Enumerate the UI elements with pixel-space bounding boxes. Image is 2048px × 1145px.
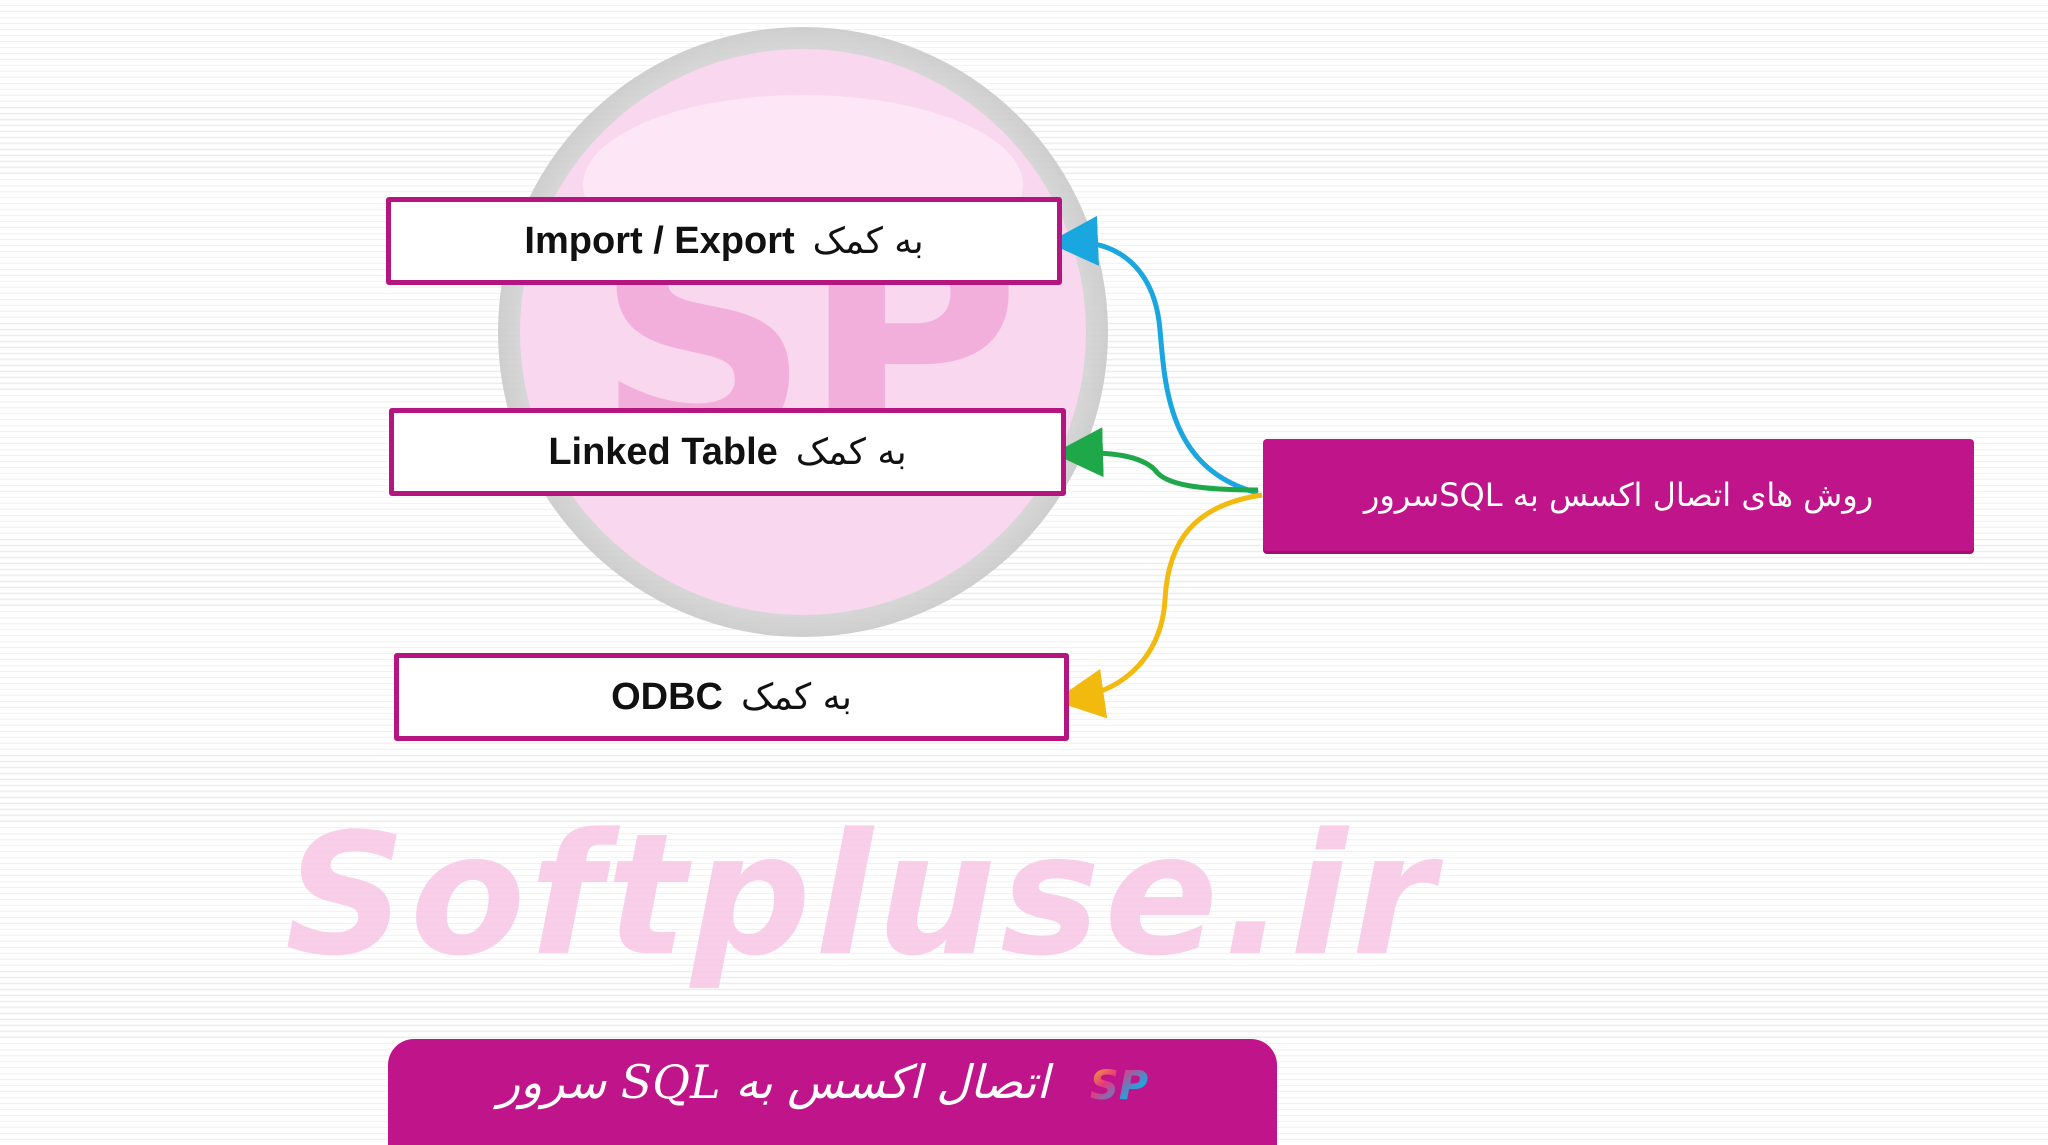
central-topic-box: روش های اتصال اکسس به SQLسرور [1263, 439, 1974, 551]
method-term: ODBC [611, 675, 723, 718]
central-topic-label: روش های اتصال اکسس به SQLسرور [1363, 476, 1874, 514]
footer-banner: SP اتصال اکسس به SQL سرور [388, 1039, 1277, 1145]
method-prefix: به کمک [812, 220, 924, 262]
connector-linked [1053, 427, 1259, 493]
method-term: Linked Table [548, 430, 778, 473]
method-box-odbc: به کمک ODBC [394, 653, 1069, 741]
connector-odbc [1054, 492, 1263, 719]
footer-title: اتصال اکسس به SQL سرور [497, 1055, 1050, 1109]
method-box-linked-table: به کمک Linked Table [389, 408, 1066, 496]
method-prefix: به کمک [740, 676, 852, 718]
method-box-import-export: به کمک Import / Export [386, 197, 1062, 285]
footer-logo-letters: SP [1090, 1063, 1148, 1105]
method-term: Import / Export [524, 219, 795, 262]
connector-import [1048, 215, 1259, 496]
footer-logo-icon: SP [1090, 1063, 1148, 1105]
method-prefix: به کمک [795, 431, 907, 473]
watermark-site-text: Softpluse.ir [285, 797, 1439, 993]
